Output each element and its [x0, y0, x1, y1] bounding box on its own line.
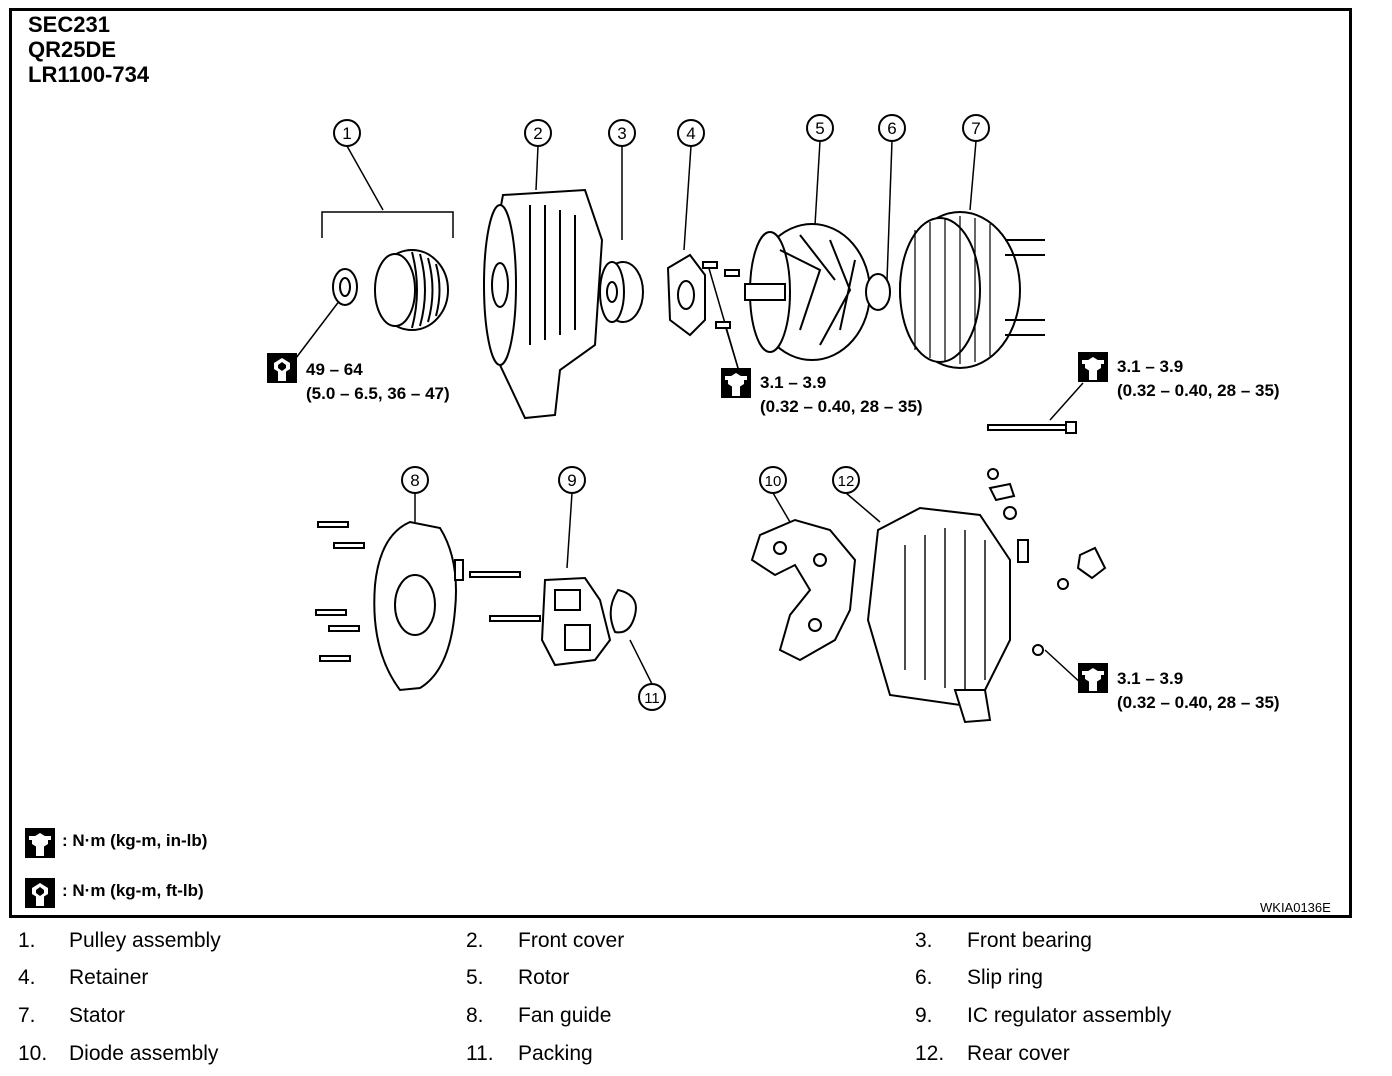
front-bearing	[599, 261, 644, 323]
torque-value: 49 – 64	[306, 360, 363, 379]
rotor	[744, 223, 891, 361]
part-number: 4.	[18, 966, 36, 989]
torque-spec-retainer: 3.1 – 3.9 (0.32 – 0.40, 28 – 35)	[760, 371, 923, 419]
torque-wrench-in-lb-icon	[1078, 663, 1108, 693]
ic-regulator	[469, 571, 612, 667]
alternator-model: LR1100-734	[28, 62, 150, 87]
part-number: 7.	[18, 1004, 36, 1027]
callout-3: 3	[617, 124, 626, 143]
torque-detail: (0.32 – 0.40, 28 – 35)	[1117, 381, 1280, 400]
part-number: 9.	[915, 1004, 933, 1027]
front-cover	[483, 188, 604, 420]
part-name: IC regulator assembly	[967, 1004, 1172, 1027]
part-name: Packing	[518, 1042, 593, 1065]
diagram-frame	[9, 8, 1352, 918]
part-number: 2.	[466, 929, 484, 952]
callout-9: 9	[567, 471, 576, 490]
torque-spec-pulley: 49 – 64 (5.0 – 6.5, 36 – 47)	[306, 358, 450, 406]
figure-id: WKIA0136E	[1260, 900, 1331, 915]
pulley-assembly	[332, 249, 449, 331]
part-number: 8.	[466, 1004, 484, 1027]
through-bolt	[987, 421, 1077, 434]
stator	[899, 211, 1045, 369]
packing	[609, 588, 637, 634]
engine-code: QR25DE	[28, 37, 117, 62]
retainer	[666, 253, 740, 337]
part-name: Pulley assembly	[69, 929, 221, 952]
part-number: 6.	[915, 966, 933, 989]
diode-assembly	[750, 518, 857, 662]
part-name: Front cover	[518, 929, 625, 952]
diagram-header: SEC231 QR25DE LR1100-734	[28, 12, 149, 87]
part-name: Retainer	[69, 966, 149, 989]
part-name: Fan guide	[518, 1004, 612, 1027]
torque-detail: (0.32 – 0.40, 28 – 35)	[1117, 693, 1280, 712]
part-number: 12.	[915, 1042, 945, 1065]
fan-guide	[373, 520, 464, 692]
torque-spec-through-bolt: 3.1 – 3.9 (0.32 – 0.40, 28 – 35)	[1117, 355, 1280, 403]
torque-detail: (0.32 – 0.40, 28 – 35)	[760, 397, 923, 416]
torque-wrench-in-lb-icon	[25, 828, 55, 858]
callout-4: 4	[686, 124, 695, 143]
rear-cover	[866, 506, 1011, 724]
part-name: Stator	[69, 1004, 126, 1027]
torque-value: 3.1 – 3.9	[760, 373, 827, 392]
part-name: Diode assembly	[69, 1042, 219, 1065]
callout-11: 11	[644, 690, 660, 707]
torque-spec-rear-cover: 3.1 – 3.9 (0.32 – 0.40, 28 – 35)	[1117, 667, 1280, 715]
torque-value: 3.1 – 3.9	[1117, 669, 1184, 688]
torque-wrench-in-lb-icon	[1078, 352, 1108, 382]
part-number: 10.	[18, 1042, 48, 1065]
part-number: 1.	[18, 929, 36, 952]
part-name: Rear cover	[967, 1042, 1070, 1065]
part-number: 3.	[915, 929, 933, 952]
part-name: Rotor	[518, 966, 570, 989]
callout-5: 5	[815, 119, 824, 138]
terminal-hardware	[987, 468, 1107, 656]
part-number: 11.	[466, 1042, 494, 1065]
callout-7: 7	[971, 119, 980, 138]
callout-6: 6	[887, 119, 896, 138]
callout-10: 10	[765, 473, 782, 490]
torque-wrench-ft-lb-icon	[25, 878, 55, 908]
fan-guide-screws	[315, 521, 365, 662]
torque-value: 3.1 – 3.9	[1117, 357, 1184, 376]
section-code: SEC231	[28, 12, 110, 37]
torque-wrench-in-lb-icon	[721, 368, 751, 398]
part-name: Slip ring	[967, 966, 1043, 989]
legend-in-lb: : N·m (kg-m, in-lb)	[62, 831, 208, 850]
part-name: Front bearing	[967, 929, 1092, 952]
callout-2: 2	[533, 124, 542, 143]
torque-wrench-ft-lb-icon	[267, 353, 297, 383]
legend-ft-lb: : N·m (kg-m, ft-lb)	[62, 881, 204, 900]
callout-1: 1	[342, 124, 351, 143]
torque-detail: (5.0 – 6.5, 36 – 47)	[306, 384, 450, 403]
callout-8: 8	[410, 471, 419, 490]
part-number: 5.	[466, 966, 484, 989]
callout-12: 12	[838, 473, 855, 490]
